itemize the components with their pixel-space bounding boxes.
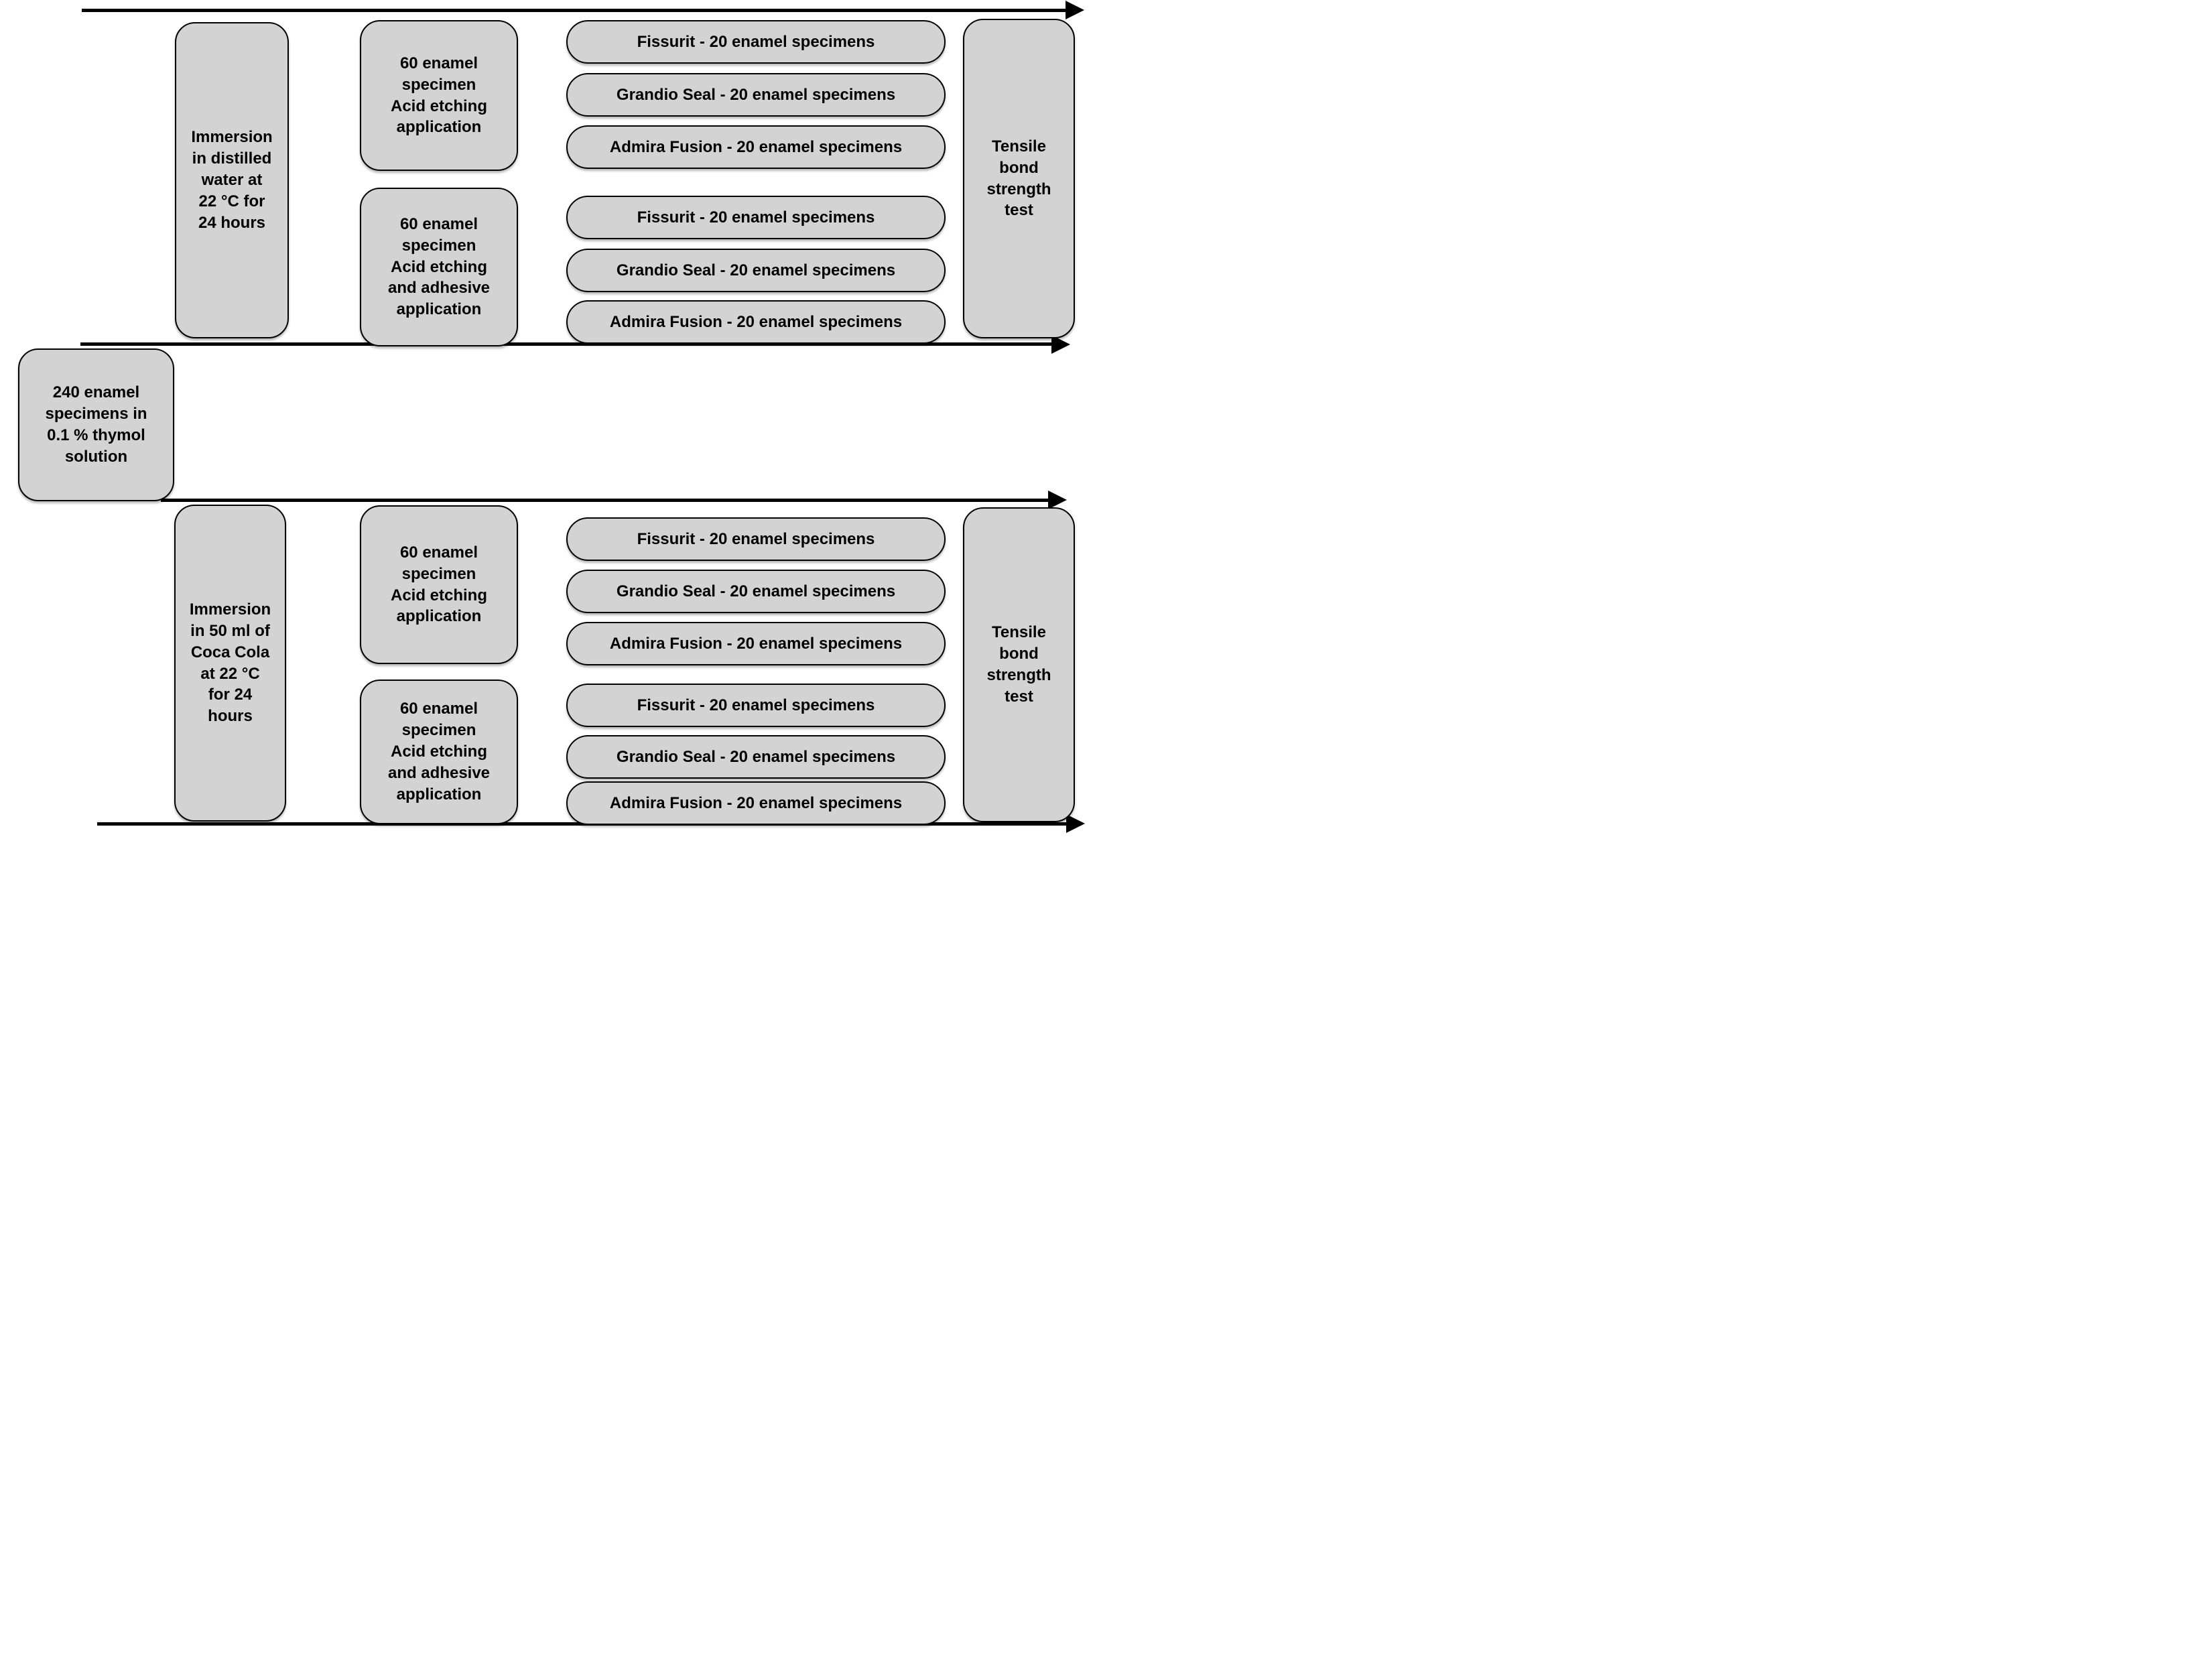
acid-etching-adhesive-box-group2: 60 enamel specimen Acid etching and adhe… [360, 680, 518, 824]
flow-arrow-row2-line [161, 499, 1049, 502]
pill-fissurit-group1-etch: Fissurit - 20 enamel specimens [566, 20, 946, 64]
acid-etching-box-group1: 60 enamel specimen Acid etching applicat… [360, 20, 518, 171]
pill-admira-fusion-group2-etch: Admira Fusion - 20 enamel specimens [566, 622, 946, 665]
flow-arrow-top-line [82, 9, 1067, 12]
tensile-bond-strength-box-group2: Tensile bond strength test [963, 507, 1075, 822]
flow-arrow-bottom-head [1066, 814, 1085, 833]
pill-grandio-seal-group1-adhesive: Grandio Seal - 20 enamel specimens [566, 249, 946, 292]
flow-arrow-middle-line [80, 342, 1052, 346]
study-design-flow-diagram: 240 enamel specimens in 0.1 % thymol sol… [0, 0, 1095, 840]
source-specimens-box: 240 enamel specimens in 0.1 % thymol sol… [18, 348, 174, 501]
flow-arrow-top-head [1066, 1, 1084, 19]
immersion-coca-cola-box: Immersion in 50 ml of Coca Cola at 22 °C… [174, 505, 286, 822]
flow-arrow-row2-head [1048, 491, 1067, 509]
acid-etching-box-group2: 60 enamel specimen Acid etching applicat… [360, 505, 518, 664]
pill-admira-fusion-group1-etch: Admira Fusion - 20 enamel specimens [566, 125, 946, 169]
pill-grandio-seal-group2-adhesive: Grandio Seal - 20 enamel specimens [566, 735, 946, 779]
pill-fissurit-group2-adhesive: Fissurit - 20 enamel specimens [566, 684, 946, 727]
acid-etching-adhesive-box-group1: 60 enamel specimen Acid etching and adhe… [360, 188, 518, 346]
pill-fissurit-group1-adhesive: Fissurit - 20 enamel specimens [566, 196, 946, 239]
pill-grandio-seal-group1-etch: Grandio Seal - 20 enamel specimens [566, 73, 946, 117]
pill-grandio-seal-group2-etch: Grandio Seal - 20 enamel specimens [566, 570, 946, 613]
immersion-distilled-water-box: Immersion in distilled water at 22 °C fo… [175, 22, 289, 338]
tensile-bond-strength-box-group1: Tensile bond strength test [963, 19, 1075, 338]
pill-fissurit-group2-etch: Fissurit - 20 enamel specimens [566, 517, 946, 561]
pill-admira-fusion-group1-adhesive: Admira Fusion - 20 enamel specimens [566, 300, 946, 344]
pill-admira-fusion-group2-adhesive: Admira Fusion - 20 enamel specimens [566, 781, 946, 825]
